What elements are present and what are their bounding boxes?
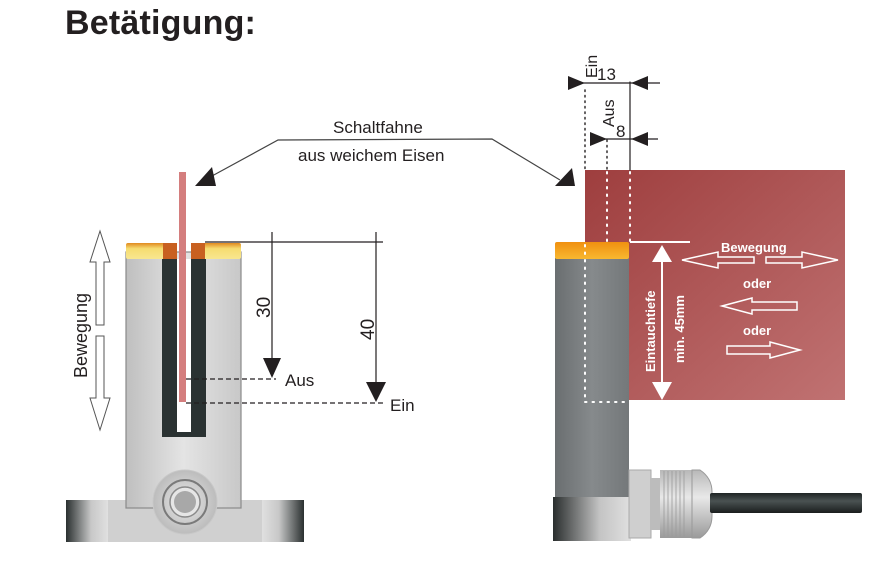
- label-on: Ein: [390, 396, 415, 415]
- depth-label-line1: Eintauchtiefe: [643, 290, 658, 372]
- sensor-foot-left: [66, 500, 108, 542]
- depth-label-line2: min. 45mm: [672, 295, 687, 363]
- sensor-body-right: [555, 258, 629, 498]
- callout-arrow-right: [555, 168, 575, 186]
- left-movement-label: Bewegung: [71, 293, 91, 378]
- arrowhead-8-right: [631, 132, 648, 146]
- vane-strip: [179, 172, 186, 402]
- cable: [710, 493, 862, 513]
- depth-arrow-up: [652, 245, 672, 262]
- arrowhead-on: [366, 382, 386, 402]
- cable-gland-cap: [691, 469, 713, 539]
- vane-position-dotted: [584, 81, 631, 403]
- dimension-13: 13: [597, 65, 616, 84]
- or-label-2: oder: [743, 323, 771, 338]
- dimension-8: 8: [616, 122, 625, 141]
- movement-arrow-vertical: [89, 229, 111, 432]
- dimension-left: [186, 232, 386, 404]
- arrowhead-13-right: [631, 76, 648, 90]
- vane-label-line1: Schaltfahne: [333, 118, 423, 137]
- or-label-1: oder: [743, 276, 771, 291]
- top-label-on: Ein: [584, 55, 601, 78]
- vane-callout: [211, 138, 561, 181]
- sensor-cap-active: [555, 242, 629, 259]
- page-title: Betätigung:: [65, 4, 257, 42]
- movement-arrows-horizontal: [681, 251, 839, 359]
- sensor-foot-right: [262, 500, 304, 542]
- callout-arrow-left: [195, 167, 216, 186]
- arrowhead-13-left: [568, 76, 585, 90]
- block-sensor: [553, 242, 862, 541]
- right-movement-label: Bewegung: [721, 240, 787, 255]
- label-off: Aus: [285, 371, 314, 390]
- depth-arrow-down: [652, 382, 672, 400]
- vane-label-line2: aus weichem Eisen: [298, 146, 444, 165]
- cable-gland-nut: [628, 469, 652, 539]
- dimension-off-value: 30: [254, 297, 275, 318]
- arrowhead-8-left: [590, 132, 607, 146]
- arrowhead-off: [263, 358, 281, 378]
- sensor-base-right: [553, 497, 631, 541]
- top-label-off: Aus: [601, 99, 618, 127]
- immersion-depth-dimension: [630, 241, 690, 382]
- dimension-on-value: 40: [358, 319, 379, 340]
